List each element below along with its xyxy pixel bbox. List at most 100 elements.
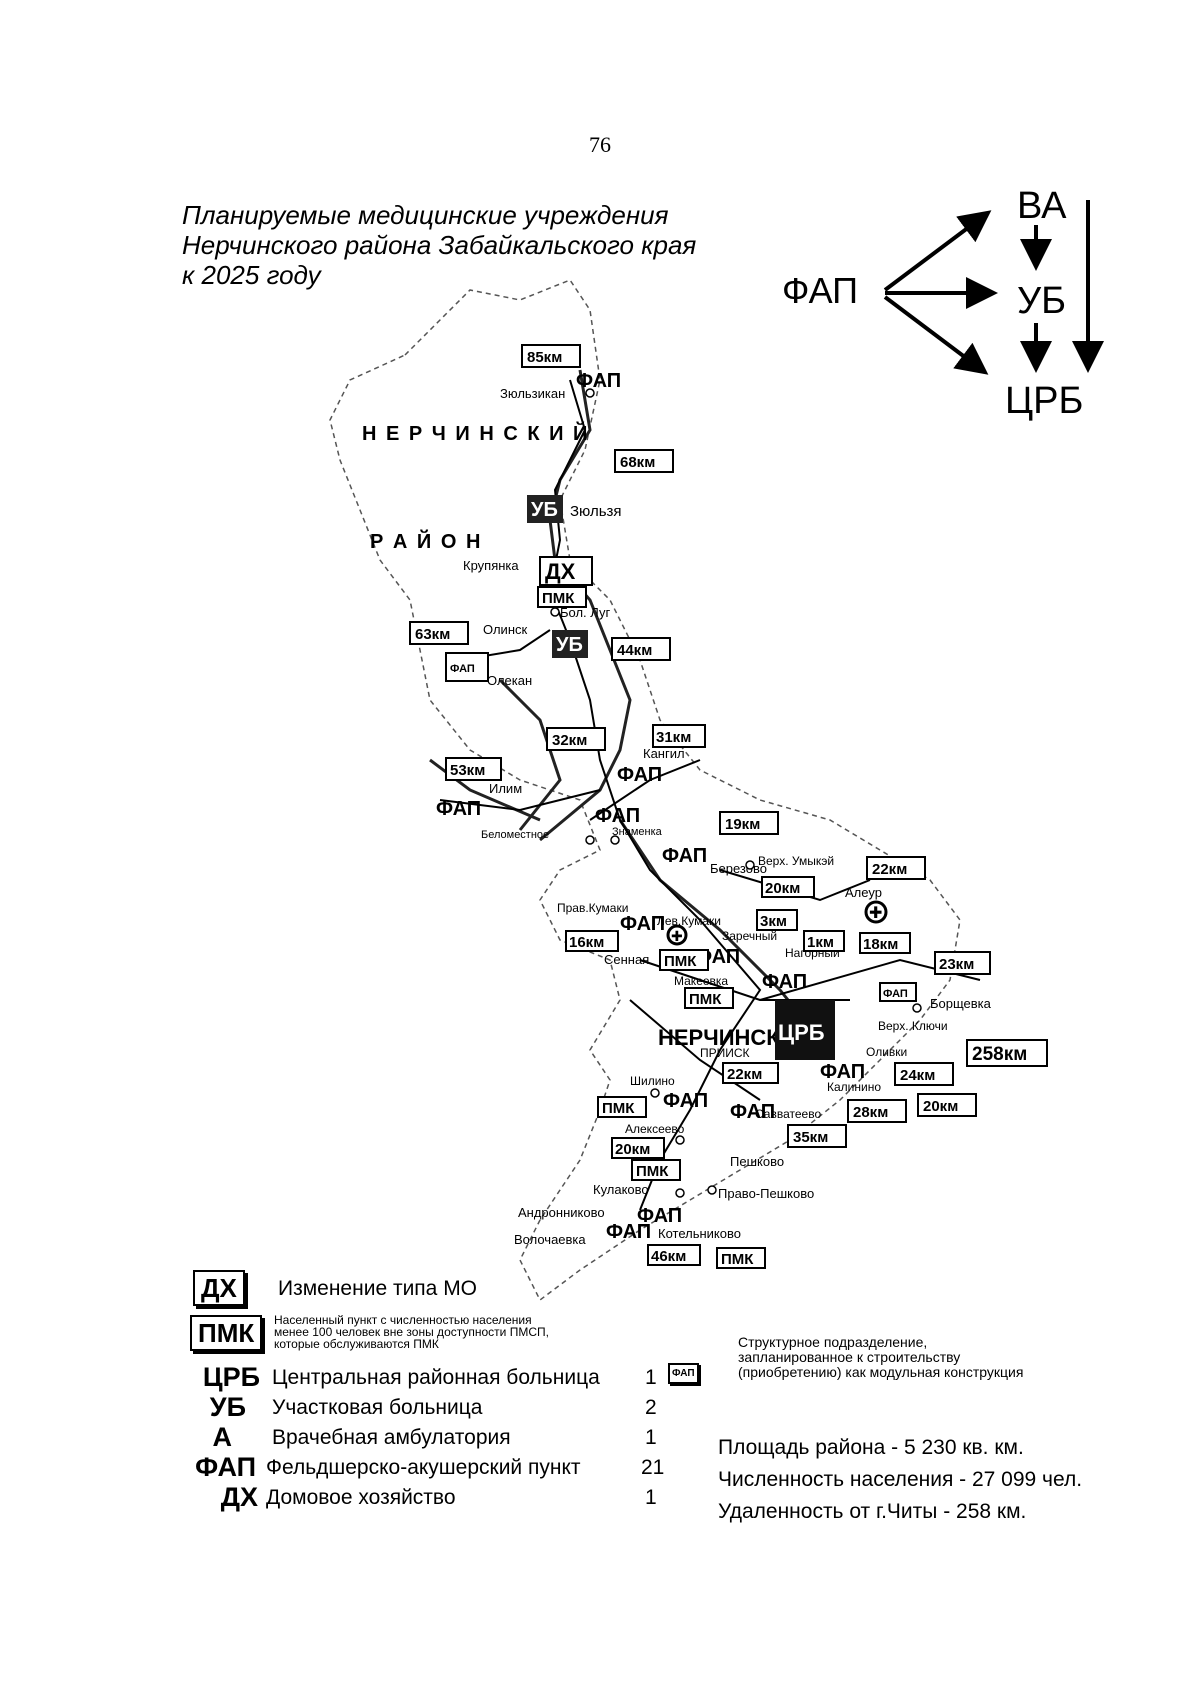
settlement-kalinino: Калинино bbox=[827, 1080, 881, 1094]
pmk-makeevka: ПМК bbox=[689, 991, 722, 1008]
legend-modular-symbol: ФАП bbox=[668, 1363, 699, 1384]
legend-item-a: А Врачебная амбулатория bbox=[180, 1422, 511, 1453]
settlement-sennaya: Сенная bbox=[604, 952, 649, 967]
legend-pmk-text: Населенный пункт с численностью населени… bbox=[274, 1314, 549, 1350]
ambulatory-lev-kumaki: ✚ bbox=[671, 928, 683, 944]
settlement-pravo-peshkovo: Право-Пешково bbox=[718, 1186, 814, 1201]
legend-modular-text-2: запланированное к строительству bbox=[738, 1349, 961, 1365]
scheme-ub: УБ bbox=[1017, 280, 1066, 322]
legend-item-ub: УБ Участковая больница bbox=[180, 1392, 483, 1423]
legend-item-ub-name: Участковая больница bbox=[272, 1395, 483, 1419]
distance-19: 19км bbox=[725, 816, 760, 833]
pmk-alekseevo: ПМК bbox=[602, 1100, 635, 1117]
fap-ilim: ФАП bbox=[436, 798, 481, 820]
settlement-borschevka: Борщевка bbox=[930, 996, 992, 1011]
settlement-belomestnoe: Беломестное bbox=[481, 829, 549, 841]
distance-20c: 20км bbox=[615, 1141, 650, 1158]
ub-olinsk: УБ bbox=[556, 634, 583, 656]
legend-item-crb-symbol: ЦРБ bbox=[202, 1362, 260, 1392]
settlement-ilim: Илим bbox=[489, 781, 522, 796]
pmk-kulakovo: ПМК bbox=[636, 1163, 669, 1180]
distance-1: 1км bbox=[807, 934, 834, 951]
settlement-alekseevo: Алексеево bbox=[625, 1122, 685, 1136]
settlement-zyulzya: Зюльзя bbox=[570, 503, 622, 520]
settlement-krupyanka: Крупянка bbox=[463, 558, 519, 573]
fap-kangil: ФАП bbox=[617, 764, 662, 786]
region-label-2: Р А Й О Н bbox=[370, 529, 482, 553]
settlement-zyulzikan: Зюльзикан bbox=[500, 386, 565, 401]
road-kalinino bbox=[629, 999, 761, 1101]
settlement-shilino: Шилино bbox=[630, 1074, 675, 1088]
distance-68: 68км bbox=[620, 454, 655, 471]
legend-pmk-text-3: которые обслуживаются ПМК bbox=[274, 1337, 439, 1351]
scheme-crb: ЦРБ bbox=[1005, 380, 1083, 422]
settlement-andronnikovo: Андронниково bbox=[518, 1205, 605, 1220]
distance-32: 32км bbox=[552, 732, 587, 749]
distance-20a: 20км bbox=[765, 880, 800, 897]
legend-count-dx: 1 bbox=[645, 1486, 657, 1509]
settlement-priisk: ПРИИСК bbox=[700, 1046, 750, 1060]
fap-shilino: ФАП bbox=[663, 1090, 708, 1112]
distance-35: 35км bbox=[793, 1129, 828, 1146]
fap-modular-olekan: ФАП bbox=[450, 663, 475, 675]
distance-22a: 22км bbox=[872, 861, 907, 878]
region-label-1: Н Е Р Ч И Н С К И Й bbox=[362, 421, 589, 445]
legend-item-ub-symbol: УБ bbox=[209, 1392, 246, 1422]
pmk-kotelnikovo: ПМК bbox=[721, 1251, 754, 1268]
arrow-fap-crb bbox=[883, 295, 989, 375]
distance-63: 63км bbox=[415, 626, 450, 643]
distance-24: 24км bbox=[900, 1067, 935, 1084]
map-title-line-2: Нерчинского района Забайкальского края bbox=[182, 230, 697, 260]
legend-item-a-name: Врачебная амбулатория bbox=[272, 1425, 511, 1449]
legend-dx-symbol: ДХ bbox=[193, 1270, 245, 1306]
settlement-olinsk: Олинск bbox=[483, 622, 527, 637]
settlement-kangil: Кангил bbox=[643, 746, 685, 761]
settlement-aleur: Алеур bbox=[845, 885, 882, 900]
distance-44: 44км bbox=[617, 642, 652, 659]
distance-18: 18км bbox=[863, 936, 898, 953]
fap-marks: ФАП ФАП ФАП ФАП ФАП ФАП ФАП ФАП ФАП ФАП … bbox=[436, 370, 865, 1243]
settlement-dots bbox=[550, 388, 922, 1198]
legend-item-fap-name: Фельдшерско-акушерский пункт bbox=[266, 1455, 581, 1479]
distance-22b: 22км bbox=[727, 1066, 762, 1083]
settlement-makeevka: Макеевка bbox=[674, 974, 728, 988]
distance-46: 46км bbox=[651, 1248, 686, 1265]
ambulatory-aleur: ✚ bbox=[869, 905, 882, 922]
legend-count-crb: 1 bbox=[645, 1366, 657, 1389]
district-border bbox=[329, 279, 961, 1302]
legend-item-a-symbol: А bbox=[212, 1422, 233, 1452]
distance-20b: 20км bbox=[923, 1098, 958, 1115]
arrow-fap-va bbox=[883, 210, 992, 292]
distance-31: 31км bbox=[656, 729, 691, 746]
settlement-zarechny: Заречный bbox=[722, 929, 777, 943]
stat-area: Площадь района - 5 230 кв. км. bbox=[718, 1436, 1024, 1459]
legend-modular-text-1: Структурное подразделение, bbox=[738, 1334, 928, 1350]
fap-savvateevo: ФАП bbox=[730, 1101, 775, 1123]
legend-item-crb-name: Центральная районная больница bbox=[272, 1365, 600, 1389]
legend-item-fap-symbol: ФАП bbox=[195, 1452, 256, 1482]
river-main bbox=[539, 369, 632, 842]
settlement-lev-kumaki: Лев.Кумаки bbox=[657, 914, 721, 928]
crb-nerchinsk: ЦРБ bbox=[778, 1020, 825, 1045]
scheme-fap: ФАП bbox=[782, 270, 858, 311]
distance-258: 258км bbox=[972, 1044, 1027, 1065]
settlement-savvateevo: Савватеево bbox=[755, 1107, 821, 1121]
map-title-line-3: к 2025 году bbox=[182, 260, 321, 290]
scheme-va: ВА bbox=[1017, 185, 1067, 227]
distance-28: 28км bbox=[853, 1104, 888, 1121]
road-ilim bbox=[439, 789, 601, 812]
settlement-bol-lug: Бол. Луг bbox=[560, 605, 610, 620]
legend-count-a: 1 bbox=[645, 1426, 657, 1449]
settlement-volochaevka: Волочаевка bbox=[514, 1232, 586, 1247]
dx-krupyanka: ДХ bbox=[545, 559, 576, 584]
center-label: НЕРЧИНСК bbox=[658, 1025, 780, 1050]
fap-nagorny: ФАП bbox=[762, 971, 807, 993]
stat-population: Численность населения - 27 099 чел. bbox=[718, 1468, 1083, 1491]
road-aleur bbox=[719, 869, 871, 902]
distance-3: 3км bbox=[760, 913, 787, 930]
legend-item-dx-name: Домовое хозяйство bbox=[266, 1485, 456, 1509]
legend-item-dx: ДХ Домовое хозяйство bbox=[180, 1482, 456, 1513]
settlement-olivki: Оливки bbox=[866, 1045, 907, 1059]
fap-volochaevka: ФАП bbox=[606, 1221, 651, 1243]
